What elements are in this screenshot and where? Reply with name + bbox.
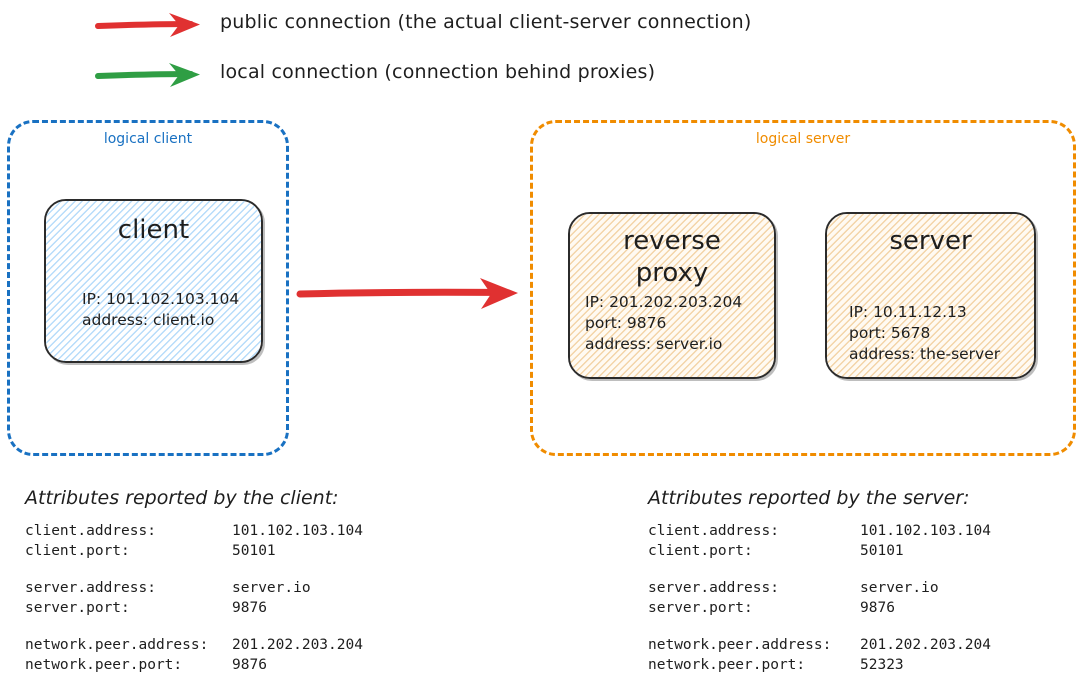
reverse-proxy-node-details: IP: 201.202.203.204 port: 9876 address: … [570, 292, 774, 355]
client-node-hatch [46, 201, 261, 361]
server-line-port: port: 5678 [849, 324, 931, 342]
server-attributes-group-server: server.address: server.io server.port: 9… [648, 578, 1068, 618]
attr-row: client.address: 101.102.103.104 [25, 521, 455, 541]
attr-key: network.peer.port: [25, 657, 183, 673]
attr-row: client.port: 50101 [25, 541, 455, 561]
public-connection-arrow [296, 278, 518, 309]
server-attributes-group-network-peer: network.peer.address: 201.202.203.204 ne… [648, 635, 1068, 675]
attr-value: server.io [232, 580, 311, 596]
attr-key: client.address: [648, 523, 779, 539]
client-attributes-heading: Attributes reported by the client: [25, 487, 339, 509]
attr-value: 52323 [860, 657, 904, 673]
client-node[interactable]: client IP: 101.102.103.104 address: clie… [44, 199, 263, 363]
server-node-title: server [889, 226, 972, 256]
legend-row-local: local connection (connection behind prox… [0, 50, 1080, 98]
green-arrow-icon [95, 63, 200, 87]
reverse-proxy-line-address: address: server.io [585, 335, 723, 353]
attr-key: server.address: [25, 580, 156, 596]
client-node-line-address: address: client.io [82, 311, 215, 329]
attr-row: server.address: server.io [25, 578, 455, 598]
attr-value: 9876 [232, 600, 267, 616]
legend-row-public: public connection (the actual client-ser… [0, 0, 1080, 48]
attr-value: 101.102.103.104 [860, 523, 991, 539]
attr-key: client.port: [648, 543, 753, 559]
client-node-line-ip: IP: 101.102.103.104 [82, 290, 240, 308]
server-attributes-group-client: client.address: 101.102.103.104 client.p… [648, 521, 1068, 561]
reverse-proxy-line-ip: IP: 201.202.203.204 [585, 293, 743, 311]
attr-key: client.port: [25, 543, 130, 559]
attr-key: network.peer.address: [25, 637, 209, 653]
attr-value: 101.102.103.104 [232, 523, 363, 539]
attr-row: server.address: server.io [648, 578, 1068, 598]
legend-label-public: public connection (the actual client-ser… [220, 11, 752, 33]
attr-key: server.port: [648, 600, 753, 616]
legend-label-local: local connection (connection behind prox… [220, 61, 656, 83]
red-arrow-icon [95, 13, 200, 37]
logical-client-title: logical client [103, 131, 193, 147]
server-node[interactable]: server IP: 10.11.12.13 port: 5678 addres… [825, 212, 1036, 379]
attr-key: client.address: [25, 523, 156, 539]
logical-server-group: logical server [530, 120, 1076, 456]
reverse-proxy-node-inner: reverse proxy IP: 201.202.203.204 port: … [570, 214, 774, 377]
attr-row: client.address: 101.102.103.104 [648, 521, 1068, 541]
attr-key: network.peer.port: [648, 657, 806, 673]
server-line-ip: IP: 10.11.12.13 [849, 303, 967, 321]
attr-value: 50101 [232, 543, 276, 559]
logical-server-title: logical server [755, 131, 851, 147]
client-node-title: client [117, 215, 190, 245]
attr-value: 201.202.203.204 [232, 637, 363, 653]
client-attributes-group-server: server.address: server.io server.port: 9… [25, 578, 455, 618]
attr-row: server.port: 9876 [648, 598, 1068, 618]
client-attributes-block: Attributes reported by the client: clien… [25, 487, 455, 675]
server-node-details: IP: 10.11.12.13 port: 5678 address: the-… [827, 302, 1034, 365]
attr-value: 201.202.203.204 [860, 637, 991, 653]
client-attributes-group-network-peer: network.peer.address: 201.202.203.204 ne… [25, 635, 455, 675]
client-node-details: IP: 101.102.103.104 address: client.io [46, 289, 261, 331]
client-node-inner: client IP: 101.102.103.104 address: clie… [46, 201, 261, 361]
server-attributes-block: Attributes reported by the server: clien… [648, 487, 1068, 675]
attr-row: server.port: 9876 [25, 598, 455, 618]
attr-key: network.peer.address: [648, 637, 832, 653]
reverse-proxy-line-port: port: 9876 [585, 314, 667, 332]
attr-value: 9876 [860, 600, 895, 616]
attr-row: network.peer.address: 201.202.203.204 [648, 635, 1068, 655]
server-line-address: address: the-server [849, 345, 1001, 363]
reverse-proxy-node-hatch [570, 214, 774, 377]
server-node-inner: server IP: 10.11.12.13 port: 5678 addres… [827, 214, 1034, 377]
reverse-proxy-node[interactable]: reverse proxy IP: 201.202.203.204 port: … [568, 212, 776, 379]
server-node-hatch [827, 214, 1034, 377]
client-attributes-group-client: client.address: 101.102.103.104 client.p… [25, 521, 455, 561]
attr-row: network.peer.port: 52323 [648, 655, 1068, 675]
server-attributes-heading: Attributes reported by the server: [648, 487, 970, 509]
attr-value: server.io [860, 580, 939, 596]
attr-row: network.peer.port: 9876 [25, 655, 455, 675]
logical-client-group: logical client [7, 120, 289, 456]
attr-row: client.port: 50101 [648, 541, 1068, 561]
attr-key: server.port: [25, 600, 130, 616]
attr-key: server.address: [648, 580, 779, 596]
attr-value: 50101 [860, 543, 904, 559]
attr-value: 9876 [232, 657, 267, 673]
attr-row: network.peer.address: 201.202.203.204 [25, 635, 455, 655]
reverse-proxy-node-title: reverse proxy [623, 226, 721, 288]
